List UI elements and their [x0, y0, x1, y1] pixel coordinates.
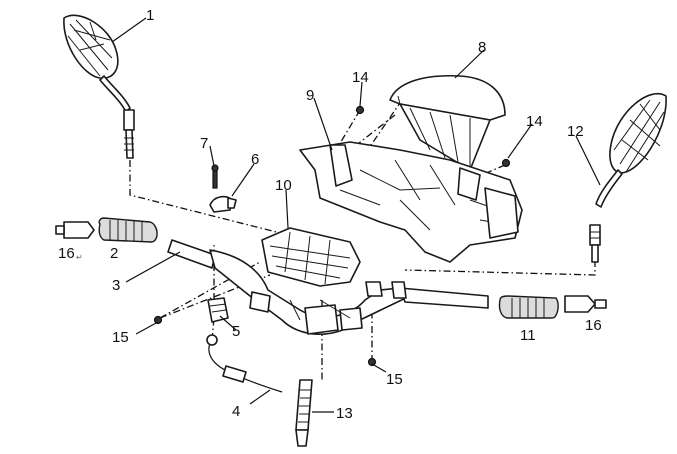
callout-15a: 15 — [112, 329, 129, 346]
callout-12: 12 — [567, 123, 584, 140]
switch-part — [207, 297, 229, 323]
callout-8: 8 — [478, 39, 486, 56]
callout-7: 7 — [200, 135, 208, 152]
callout-13: 13 — [336, 405, 353, 422]
callout-9: 9 — [306, 87, 314, 104]
callout-2: 2 — [110, 245, 118, 262]
left-grip — [55, 217, 158, 243]
handlebar-assembly — [167, 239, 489, 336]
callout-4: 4 — [232, 403, 240, 420]
right-grip — [498, 295, 607, 319]
throttle-cable — [206, 334, 283, 393]
callout-1: 1 — [146, 7, 154, 24]
callout-10: 10 — [275, 177, 292, 194]
right-mirror — [589, 93, 667, 263]
front-handle-cover — [299, 141, 523, 263]
callout-14a: 14 — [352, 69, 369, 86]
callout-5: 5 — [232, 323, 240, 340]
callout-11: 11 — [520, 327, 536, 344]
callout-3: 3 — [112, 277, 120, 294]
leader-lines — [111, 17, 601, 413]
callout-16b: 16 — [585, 317, 602, 334]
inner-panel — [261, 227, 361, 287]
callout-16a: 16 — [58, 245, 75, 262]
return-mark: ↵ — [76, 253, 83, 262]
clip-and-screw — [209, 164, 237, 213]
callout-14b: 14 — [526, 113, 543, 130]
brake-cable — [295, 379, 313, 447]
screws — [153, 105, 511, 367]
left-mirror — [63, 14, 135, 159]
callout-6: 6 — [251, 151, 259, 168]
callout-15b: 15 — [386, 371, 403, 388]
callout-labels: 1 8 14 9 14 12 7 6 10 16 ↵ 2 3 15 5 11 1… — [58, 7, 602, 422]
